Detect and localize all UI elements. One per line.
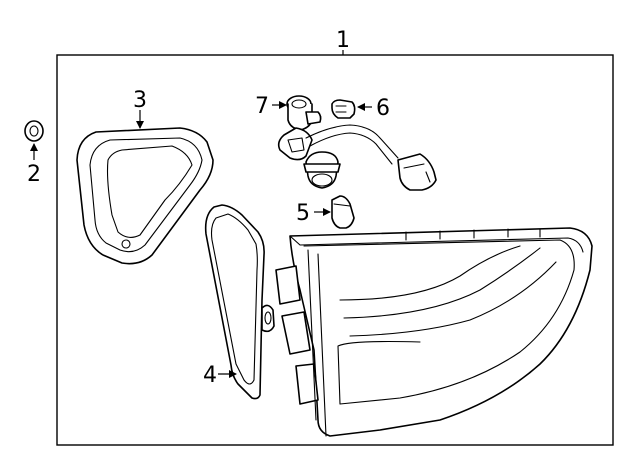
part-6-plug	[331, 99, 356, 119]
callout-4: 4	[203, 363, 217, 388]
part-7-socket-harness	[277, 95, 437, 191]
part-5-bulb	[331, 195, 355, 229]
callout-3: 3	[133, 88, 147, 113]
callout-1: 1	[336, 28, 350, 53]
part-4-pad	[204, 204, 275, 400]
callout-6: 6	[376, 96, 390, 121]
assembly-frame	[56, 54, 614, 446]
part-1-lamp-housing	[275, 227, 593, 437]
part-2-washer	[24, 120, 44, 142]
callout-5: 5	[296, 201, 310, 226]
part-3-gasket	[76, 127, 214, 265]
callout-2: 2	[27, 162, 41, 187]
callout-7: 7	[255, 94, 269, 119]
